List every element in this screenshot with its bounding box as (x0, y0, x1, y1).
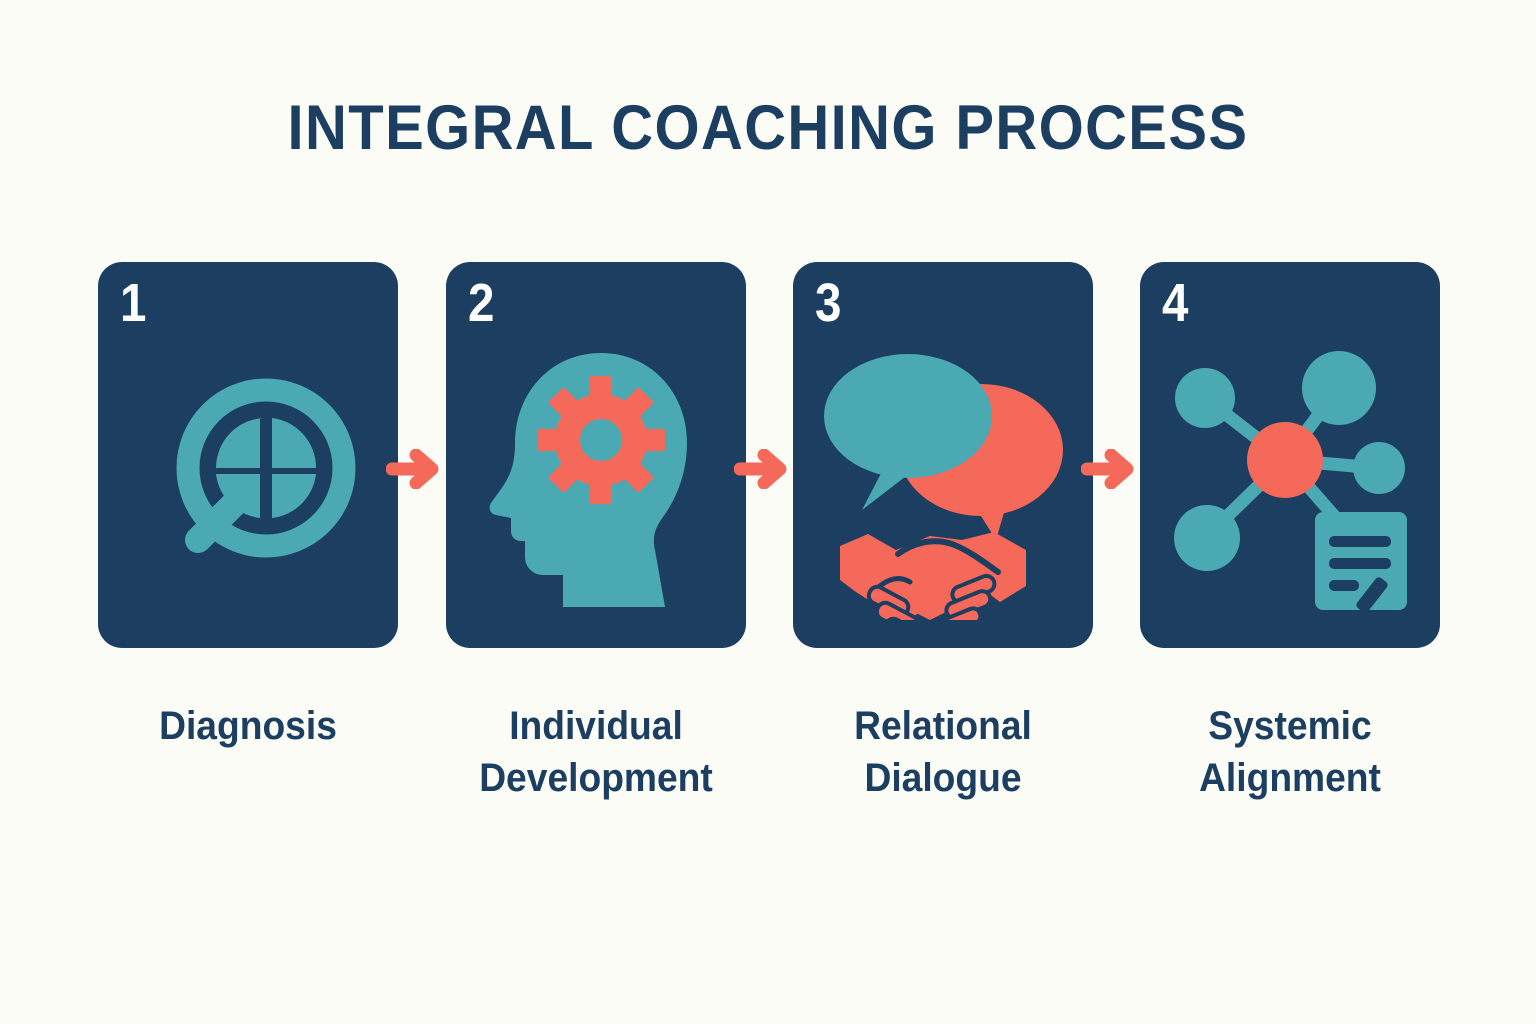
magnifying-glass-quadrant-icon (98, 320, 398, 640)
step-card-1[interactable]: 1 (98, 262, 398, 648)
page-title: INTEGRAL COACHING PROCESS (287, 93, 1249, 163)
step-number-4: 4 (1162, 273, 1189, 333)
step-number-1: 1 (120, 273, 147, 333)
document-icon (1315, 512, 1407, 610)
arrow-right-icon-1 (385, 448, 442, 490)
arrow-right-icon-3 (1080, 448, 1137, 490)
network-nodes-document-icon (1140, 320, 1440, 640)
step-label-3-line2: Dialogue (864, 756, 1022, 800)
step-number-2: 2 (468, 273, 495, 333)
step-label-3-line1: Relational (854, 704, 1032, 748)
step-label-3: Relational Dialogue (804, 700, 1083, 804)
step-label-2-line1: Individual (509, 704, 683, 748)
step-card-4[interactable]: 4 (1140, 262, 1440, 648)
speech-bubbles-handshake-icon (793, 320, 1093, 640)
step-label-1: Diagnosis (159, 704, 337, 748)
step-label-2-line2: Development (479, 756, 713, 800)
step-label-4-line2: Alignment (1199, 756, 1381, 800)
step-label-4: Systemic Alignment (1151, 700, 1430, 804)
step-label-4-line1: Systemic (1208, 704, 1372, 748)
arrow-right-icon-2 (733, 448, 790, 490)
speech-bubble-teal (824, 354, 992, 510)
step-card-3[interactable]: 3 (793, 262, 1093, 648)
step-label-2: Individual Development (457, 700, 736, 804)
step-card-2[interactable]: 2 (446, 262, 746, 648)
step-number-3: 3 (815, 273, 842, 333)
head-profile-gear-icon (446, 320, 746, 640)
handshake-icon (840, 532, 1026, 620)
